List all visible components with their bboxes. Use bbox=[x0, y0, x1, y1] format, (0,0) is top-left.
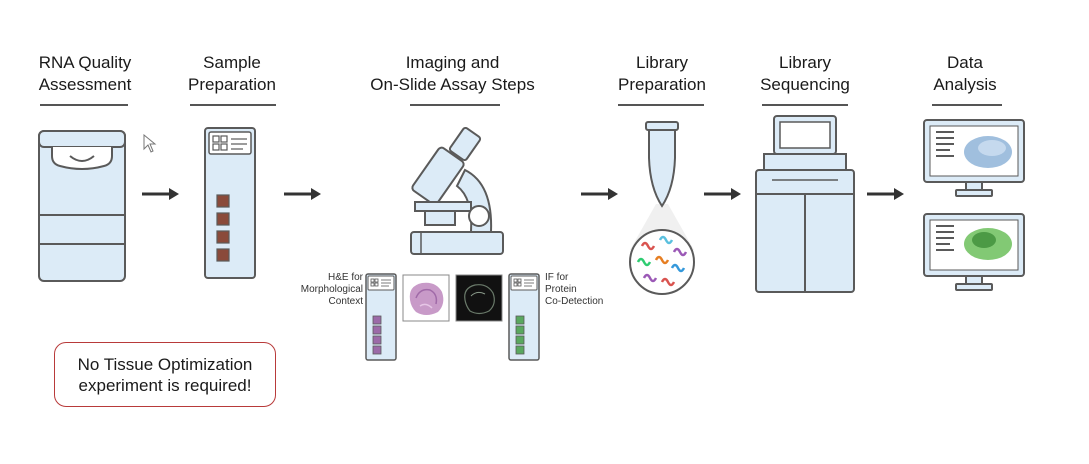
step-underline bbox=[618, 104, 704, 106]
monitor-green-icon bbox=[923, 213, 1025, 291]
step-underline bbox=[762, 104, 848, 106]
mouse-cursor-icon bbox=[143, 134, 157, 153]
sample-slide-icon bbox=[204, 127, 256, 279]
if-label: IF for Protein Co-Detection bbox=[545, 272, 604, 307]
if-tissue-image bbox=[455, 274, 503, 322]
step-title-data-analysis: Data Analysis bbox=[933, 53, 997, 94]
step-title-rna-quality: RNA Quality Assessment bbox=[38, 53, 132, 94]
no-tissue-optimization-callout: No Tissue Optimization experiment is req… bbox=[54, 342, 276, 407]
he-label: H&E for Morphological Context bbox=[300, 272, 363, 307]
if-slide-icon bbox=[508, 273, 540, 361]
step-underline bbox=[190, 104, 276, 106]
arrow-right-icon bbox=[867, 188, 904, 200]
bioanalyzer-icon bbox=[38, 130, 126, 282]
arrow-right-icon bbox=[704, 188, 741, 200]
arrow-right-icon bbox=[581, 188, 618, 200]
step-underline bbox=[932, 104, 1002, 106]
sequencer-icon bbox=[755, 115, 855, 293]
monitor-blue-icon bbox=[923, 119, 1025, 197]
step-title-library-seq: Library Sequencing bbox=[760, 53, 850, 94]
library-tube-icon bbox=[629, 121, 695, 295]
microscope-icon bbox=[410, 126, 504, 255]
step-title-sample-prep: Sample Preparation bbox=[188, 53, 276, 94]
he-slide-icon bbox=[365, 273, 397, 361]
step-underline bbox=[410, 104, 500, 106]
arrow-right-icon bbox=[284, 188, 321, 200]
step-title-library-prep: Library Preparation bbox=[618, 53, 706, 94]
step-title-imaging: Imaging and On-Slide Assay Steps bbox=[370, 53, 535, 94]
arrow-right-icon bbox=[142, 188, 179, 200]
he-tissue-image bbox=[402, 274, 450, 322]
step-underline bbox=[40, 104, 128, 106]
